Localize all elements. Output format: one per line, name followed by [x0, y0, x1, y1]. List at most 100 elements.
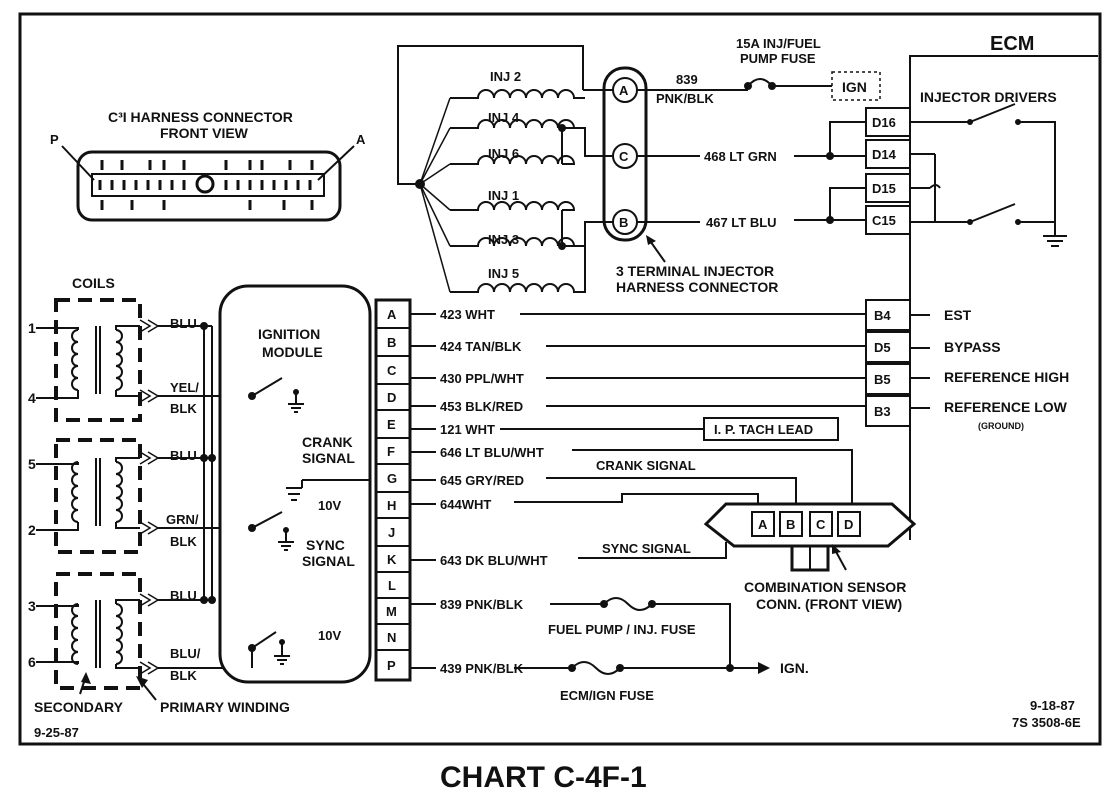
- ecm-func-ref-low: REFERENCE LOW: [944, 399, 1068, 415]
- inj-6-label: INJ 6: [488, 146, 519, 161]
- inj-fuel-pump-fuse: 15A INJ/FUEL PUMP FUSE IGN: [736, 36, 881, 101]
- mod-pin-n: N: [387, 630, 396, 645]
- ecm-func-ref-high: REFERENCE HIGH: [944, 369, 1069, 385]
- ign-10v-2: 10V: [318, 628, 341, 643]
- mod-pin-d: D: [387, 390, 396, 405]
- wire-e: 121 WHT: [440, 422, 495, 437]
- fuse-top-line1: 15A INJ/FUEL: [736, 36, 821, 51]
- ecm-pin-d15: D15: [872, 181, 896, 196]
- mod-pin-b: B: [387, 335, 396, 350]
- date-left: 9-25-87: [34, 725, 79, 740]
- ign-box: [831, 71, 881, 101]
- inj-5-label: INJ 5: [488, 266, 519, 281]
- coil-wire-yel: YEL/: [170, 380, 199, 395]
- coil-num-6: 6: [28, 654, 36, 670]
- module-wires: 423 WHT 424 TAN/BLK 430 PPL/WHT 453 BLK/…: [301, 307, 866, 676]
- coil-num-4: 4: [28, 390, 36, 406]
- ign-dot-label: IGN.: [780, 660, 809, 676]
- coils: COILS 1 4 5: [28, 275, 290, 715]
- coil-num-5: 5: [28, 456, 36, 472]
- ecm-pin-c15: C15: [872, 213, 896, 228]
- tach-lead-label: I. P. TACH LEAD: [714, 422, 813, 437]
- mod-pin-c: C: [387, 363, 397, 378]
- harness-a: A: [356, 132, 366, 147]
- mod-pin-j: J: [388, 525, 395, 540]
- ecm-top-pins: D16 D14 D15 C15: [865, 107, 911, 235]
- combination-sensor: A B C D COMBINATION SENSOR CONN. (FRONT …: [703, 502, 917, 612]
- combo-pin-d: D: [844, 517, 853, 532]
- bottom-fuses: FUEL PUMP / INJ. FUSE IGN. ECM/IGN FUSE: [514, 597, 809, 703]
- inj-conn-label-2: HARNESS CONNECTOR: [616, 279, 778, 295]
- harness-title-1: C³I HARNESS CONNECTOR: [108, 109, 293, 125]
- ecm-block: ECM INJECTOR DRIVERS D16 D14 D15 C15: [865, 33, 1098, 540]
- coils-title: COILS: [72, 275, 115, 291]
- inj-2-label: INJ 2: [490, 69, 521, 84]
- combo-pin-c: C: [816, 517, 826, 532]
- harness-p: P: [50, 132, 59, 147]
- date-right: 9-18-87: [1030, 698, 1075, 713]
- coil-wire-grn: GRN/: [166, 512, 199, 527]
- mod-pin-f: F: [387, 444, 395, 459]
- wire-k: 643 DK BLU/WHT: [440, 553, 548, 568]
- harness-pins: [98, 160, 314, 210]
- combo-pin-b: B: [786, 517, 795, 532]
- injector-harness-connector: A C B 3 TERMINAL INJECTOR HARNESS CONNEC…: [602, 66, 778, 295]
- mod-pin-a: A: [387, 307, 397, 322]
- crank-signal-1: CRANK: [302, 434, 353, 450]
- combo-label-1: COMBINATION SENSOR: [744, 579, 906, 595]
- coil-wire-blu-1: BLU: [170, 316, 197, 331]
- injector-wires: 839 PNK/BLK 468 LT GRN 467 LT BLU: [637, 72, 866, 230]
- sync-signal-label: SYNC SIGNAL: [602, 541, 691, 556]
- wire-m: 839 PNK/BLK: [440, 597, 524, 612]
- wire-h: 644WHT: [440, 497, 491, 512]
- coil-wire-blk-1: BLK: [170, 401, 197, 416]
- ign-module-title-2: MODULE: [262, 344, 323, 360]
- coil-num-1: 1: [28, 320, 36, 336]
- ignition-module: IGNITION MODULE CRANK SIGNAL 10V SYNC SI…: [218, 284, 372, 684]
- wire-b: 424 TAN/BLK: [440, 339, 522, 354]
- coil-num-3: 3: [28, 598, 36, 614]
- inj-conn-label-1: 3 TERMINAL INJECTOR: [616, 263, 774, 279]
- wire-p: 439 PNK/BLK: [440, 661, 524, 676]
- inj-1-label: INJ 1: [488, 188, 519, 203]
- c3i-harness-connector: C³I HARNESS CONNECTOR FRONT VIEW P A: [50, 109, 366, 222]
- sync-signal-2: SIGNAL: [302, 553, 355, 569]
- coil-wire-blu-blk: BLU/: [170, 646, 201, 661]
- inj-conn-pin-b: B: [619, 215, 628, 230]
- inj-3-label: INJ 3: [488, 232, 519, 247]
- mod-pin-l: L: [388, 578, 396, 593]
- sync-signal-1: SYNC: [306, 537, 345, 553]
- wire-c: 430 PPL/WHT: [440, 371, 524, 386]
- fuel-pump-fuse-label: FUEL PUMP / INJ. FUSE: [548, 622, 696, 637]
- injector-driver-switches: [910, 103, 1067, 247]
- ecm-pin-d16: D16: [872, 115, 896, 130]
- inj-conn-pin-a: A: [619, 83, 629, 98]
- ecm-ground-note: (GROUND): [978, 421, 1024, 431]
- mod-pin-m: M: [386, 604, 397, 619]
- crank-signal-2: SIGNAL: [302, 450, 355, 466]
- primary-winding-label: PRIMARY WINDING: [160, 699, 290, 715]
- tach-lead-box: [703, 417, 839, 441]
- module-pin-strip: A B C D E F G H J K L M N P: [374, 298, 412, 682]
- ign-10v-1: 10V: [318, 498, 341, 513]
- injectors: INJ 2 INJ 4 INJ 6 INJ 1 INJ 3 INJ 5: [397, 45, 613, 293]
- drawing-code: 7S 3508-6E: [1012, 715, 1081, 730]
- coil-num-2: 2: [28, 522, 36, 538]
- fuse-top-line2: PUMP FUSE: [740, 51, 816, 66]
- wire-g: 645 GRY/RED: [440, 473, 524, 488]
- wire-839-color: PNK/BLK: [656, 91, 714, 106]
- mod-pin-p: P: [387, 658, 396, 673]
- mod-pin-h: H: [387, 498, 396, 513]
- coil-wire-blu-2: BLU: [170, 448, 197, 463]
- inj-4-label: INJ 4: [488, 110, 520, 125]
- ecm-pin-b5: B5: [874, 372, 891, 387]
- ecm-title: ECM: [990, 33, 1034, 55]
- wire-839-num: 839: [676, 72, 698, 87]
- crank-signal-label: CRANK SIGNAL: [596, 458, 696, 473]
- wire-f: 646 LT BLU/WHT: [440, 445, 544, 460]
- ecm-pin-b3: B3: [874, 404, 891, 419]
- ign-label: IGN: [842, 79, 867, 95]
- coil-wire-blk-3: BLK: [170, 668, 197, 683]
- ecm-ign-fuse-label: ECM/IGN FUSE: [560, 688, 654, 703]
